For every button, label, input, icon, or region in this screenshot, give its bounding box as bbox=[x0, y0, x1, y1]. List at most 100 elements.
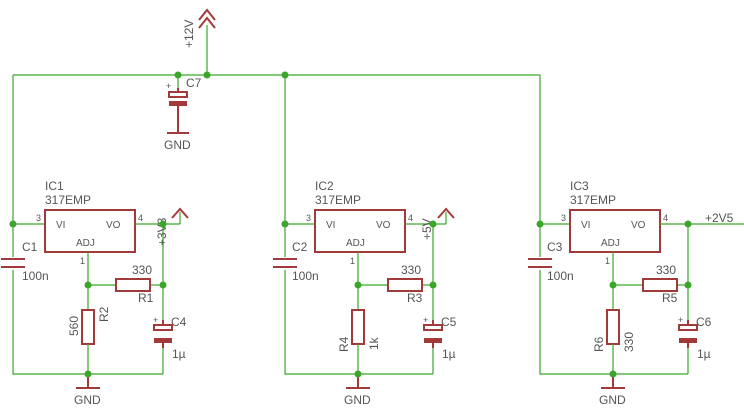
reg3-gnd-label: GND bbox=[599, 393, 626, 407]
c7-name: C7 bbox=[186, 76, 202, 90]
junction-dot bbox=[429, 220, 437, 228]
reg2-r-top-symbol bbox=[387, 278, 423, 292]
reg3-input-capacitor-symbol bbox=[528, 258, 552, 268]
junction-dot bbox=[203, 71, 211, 79]
c7-capacitor-symbol bbox=[168, 88, 188, 112]
reg2-adj-pin-label: ADJ bbox=[346, 238, 365, 249]
reg3-r-top-symbol bbox=[642, 278, 678, 292]
c7-gnd-icon bbox=[167, 112, 189, 134]
reg1-gnd-return-wire bbox=[12, 270, 163, 375]
reg2-gnd-return-wire bbox=[284, 270, 433, 375]
reg3-ic-part: 317EMP bbox=[570, 193, 616, 207]
reg1-ic-body: VI VO ADJ bbox=[44, 209, 136, 253]
reg1-input-wire bbox=[12, 75, 45, 225]
reg2-ic-body: VI VO ADJ bbox=[314, 209, 406, 253]
reg1-cout-value: 1µ bbox=[172, 347, 186, 361]
junction-dot bbox=[429, 281, 437, 289]
reg3-ic-name: IC3 bbox=[570, 179, 589, 193]
reg1-output-capacitor-symbol bbox=[153, 320, 173, 348]
reg2-vi-pin-label: VI bbox=[326, 220, 335, 231]
reg3-gnd-return-wire bbox=[539, 270, 688, 375]
reg1-input-capacitor-symbol bbox=[1, 258, 25, 268]
reg2-cin-value: 100n bbox=[292, 269, 319, 283]
regulator-2: C2 100n VI VO ADJ 3 4 1 IC2 317EMP +5V 3… bbox=[273, 75, 457, 407]
reg1-r-top-name: R1 bbox=[138, 291, 154, 305]
reg2-r-bot-symbol bbox=[351, 309, 365, 345]
reg1-ic-part: 317EMP bbox=[45, 193, 91, 207]
reg1-r-bot-symbol bbox=[81, 309, 95, 345]
reg2-ic-name: IC2 bbox=[315, 179, 334, 193]
reg2-pin-in: 3 bbox=[306, 213, 311, 223]
reg2-cout-value: 1µ bbox=[442, 347, 456, 361]
reg2-input-capacitor-symbol bbox=[273, 258, 297, 268]
reg3-out-label: +2V5 bbox=[705, 211, 734, 225]
junction-dot bbox=[9, 220, 17, 228]
reg2-cout-name: C5 bbox=[441, 315, 457, 329]
reg1-cout-name: C4 bbox=[171, 315, 187, 329]
reg2-r-bot-name: R4 bbox=[337, 336, 351, 352]
junction-dot bbox=[609, 281, 617, 289]
supply-arrow-icon bbox=[198, 8, 216, 29]
reg3-cout-plus: + bbox=[678, 315, 683, 325]
reg3-adj-pin-label: ADJ bbox=[601, 238, 620, 249]
reg3-cout-value: 1µ bbox=[697, 347, 711, 361]
reg2-input-wire bbox=[284, 75, 315, 225]
reg1-output-flag-icon bbox=[171, 207, 189, 219]
reg3-r-top-name: R5 bbox=[662, 291, 678, 305]
junction-dot bbox=[684, 281, 692, 289]
reg1-cin-name: C1 bbox=[22, 240, 38, 254]
reg3-pin-out: 4 bbox=[663, 213, 668, 223]
reg3-pin-adj: 1 bbox=[605, 256, 610, 266]
c7-plus-sign: + bbox=[166, 81, 171, 91]
reg1-vi-pin-label: VI bbox=[56, 220, 65, 231]
reg1-pin-in: 3 bbox=[36, 213, 41, 223]
reg2-cout-plus: + bbox=[423, 315, 428, 325]
supply-label: +12V bbox=[182, 20, 196, 48]
reg2-output-capacitor-symbol bbox=[423, 320, 443, 348]
junction-dot bbox=[84, 370, 92, 378]
junction-dot bbox=[84, 281, 92, 289]
reg3-vo-pin-label: VO bbox=[631, 220, 646, 231]
reg1-vo-pin-label: VO bbox=[106, 220, 121, 231]
reg3-r-bot-symbol bbox=[606, 309, 620, 345]
reg1-pin-adj: 1 bbox=[80, 256, 85, 266]
junction-dot bbox=[684, 220, 692, 228]
reg2-cin-name: C2 bbox=[292, 240, 308, 254]
junction-dot bbox=[159, 220, 167, 228]
reg2-gnd-label: GND bbox=[344, 393, 371, 407]
reg1-adj-pin-label: ADJ bbox=[76, 238, 95, 249]
reg3-ic-body: VI VO ADJ bbox=[569, 209, 661, 253]
reg2-vo-pin-label: VO bbox=[376, 220, 391, 231]
reg3-r-top-value: 330 bbox=[656, 263, 676, 277]
reg2-ic-part: 317EMP bbox=[315, 193, 361, 207]
reg2-pin-adj: 1 bbox=[350, 256, 355, 266]
junction-dot bbox=[281, 220, 289, 228]
junction-dot bbox=[536, 220, 544, 228]
reg3-r-bot-value: 330 bbox=[622, 332, 636, 352]
reg3-output-capacitor-symbol bbox=[678, 320, 698, 348]
reg3-r-bot-name: R6 bbox=[592, 336, 606, 352]
reg3-pin-in: 3 bbox=[561, 213, 566, 223]
junction-dot bbox=[354, 281, 362, 289]
junction-dot bbox=[609, 370, 617, 378]
reg1-r-top-value: 330 bbox=[132, 263, 152, 277]
c7-gnd-label: GND bbox=[164, 138, 191, 152]
regulator-3: C3 100n VI VO ADJ 3 4 1 IC3 317EMP +2V5 … bbox=[528, 75, 744, 407]
reg1-gnd-label: GND bbox=[74, 393, 101, 407]
regulator-1: C1 100n VI VO ADJ 3 4 1 IC1 317EMP +3V3 … bbox=[1, 75, 189, 407]
junction-dot bbox=[159, 281, 167, 289]
junction-dot bbox=[174, 71, 182, 79]
reg3-cout-name: C6 bbox=[696, 315, 712, 329]
reg1-cin-value: 100n bbox=[22, 269, 49, 283]
reg2-pin-out: 4 bbox=[408, 213, 413, 223]
reg1-pin-out: 4 bbox=[138, 213, 143, 223]
reg1-ic-name: IC1 bbox=[45, 179, 64, 193]
reg2-r-top-value: 330 bbox=[401, 263, 421, 277]
reg3-cin-name: C3 bbox=[547, 240, 563, 254]
reg1-cout-plus: + bbox=[153, 315, 158, 325]
supply-section: +12V + C7 GND bbox=[13, 8, 540, 152]
reg1-r-top-symbol bbox=[115, 278, 151, 292]
reg1-r-bot-value: 560 bbox=[67, 316, 81, 336]
reg2-output-flag-icon bbox=[437, 207, 455, 219]
